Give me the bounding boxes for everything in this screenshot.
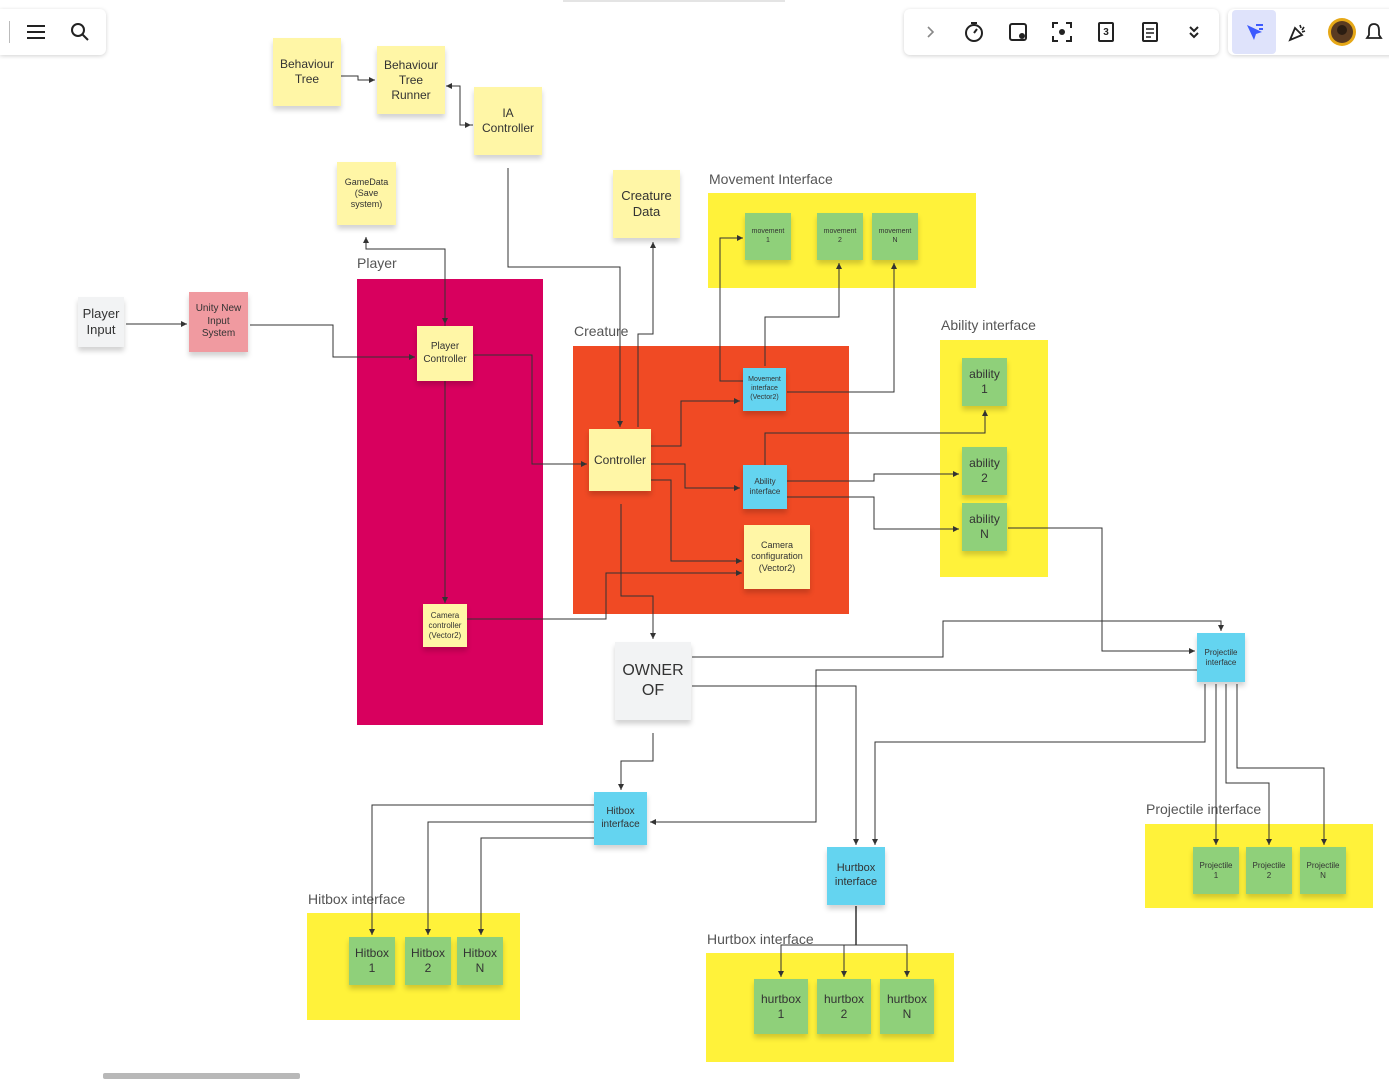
projectile-interface-note[interactable]: Projectile interface	[1197, 633, 1245, 682]
edge-projiface-to-p2	[1225, 684, 1272, 845]
timer-icon[interactable]	[952, 10, 996, 54]
movement-interface-note[interactable]: Movement interface (Vector2)	[743, 368, 786, 411]
movement-2-note[interactable]: movement 2	[817, 213, 863, 260]
owner-of-note[interactable]: OWNER OF	[615, 642, 691, 720]
edge-owner-to-hitbox	[618, 733, 654, 790]
edge-bt-to-runner	[341, 75, 375, 83]
right-toolbar-tools: 3	[904, 9, 1219, 55]
horizontal-scrollbar[interactable]	[103, 1073, 300, 1079]
right-toolbar-collab	[1228, 9, 1389, 55]
hurtbox-interface-note[interactable]: Hurtbox interface	[827, 847, 885, 905]
player-controller-note[interactable]: Player Controller	[417, 326, 473, 381]
counter-icon[interactable]: 3	[1084, 10, 1128, 54]
edge-ia-to-controller	[507, 168, 623, 427]
edge-unity-to-pc	[250, 324, 415, 360]
creature-frame-title: Creature	[574, 323, 629, 339]
ia-controller-note[interactable]: IA Controller	[474, 87, 542, 155]
hurtbox-n-note[interactable]: hurtbox N	[880, 979, 934, 1034]
hitbox-2-note[interactable]: Hitbox 2	[405, 937, 451, 985]
left-toolbar	[0, 9, 106, 55]
edge-hurtbox-to-hun	[856, 944, 910, 977]
edge-projiface-to-pn	[1236, 684, 1327, 845]
notes-icon[interactable]	[1128, 10, 1172, 54]
movement-frame-title: Movement Interface	[709, 171, 833, 187]
edge-abn-to-projiface	[1008, 527, 1195, 654]
menu-icon[interactable]	[14, 10, 58, 54]
edge-hitbox-to-hb1	[369, 804, 594, 935]
select-cursor-icon[interactable]	[1232, 10, 1276, 54]
player-frame-title: Player	[357, 255, 397, 271]
edge-moviface-to-mov1	[719, 235, 743, 382]
hitbox-1-note[interactable]: Hitbox 1	[349, 937, 395, 985]
edge-controller-to-camconf	[642, 479, 742, 564]
hitbox-interface-note[interactable]: Hitbox interface	[594, 792, 647, 845]
edge-controller-to-abiface	[651, 463, 740, 491]
frame-icon[interactable]	[996, 10, 1040, 54]
edge-owner-to-hurtbox	[692, 685, 859, 845]
bell-icon[interactable]	[1364, 10, 1386, 54]
edge-pc-to-controller	[474, 354, 587, 467]
edge-controller-to-moviface	[651, 398, 740, 447]
edge-owner-to-projiface	[692, 620, 1224, 658]
edge-hitbox-to-hb2	[425, 821, 594, 935]
edge-runner-to-ia	[446, 85, 471, 128]
creature-data-note[interactable]: Creature Data	[613, 170, 680, 238]
ability-n-note[interactable]: ability N	[962, 503, 1007, 551]
top-stub	[563, 0, 785, 2]
edge-projiface-to-hurtbox	[872, 684, 1206, 845]
edge-abiface-to-ab1	[764, 410, 988, 465]
edge-moviface-to-movn	[787, 263, 897, 393]
edge-camctrl-to-camconf	[467, 570, 742, 620]
edge-controller-to-owner	[620, 504, 656, 639]
ability-2-note[interactable]: ability 2	[962, 447, 1007, 495]
gamedata-note[interactable]: GameData (Save system)	[337, 162, 396, 225]
hitbox-frame-title: Hitbox interface	[308, 891, 406, 907]
movement-1-note[interactable]: movement 1	[745, 213, 791, 260]
player-input-note[interactable]: Player Input	[78, 297, 124, 347]
focus-icon[interactable]	[1040, 10, 1084, 54]
projectile-frame-title: Projectile interface	[1146, 801, 1262, 817]
edge-moviface-to-mov2	[764, 263, 842, 366]
chevron-right-icon[interactable]	[908, 10, 952, 54]
hurtbox-1-note[interactable]: hurtbox 1	[754, 979, 808, 1034]
behaviour-tree-note[interactable]: Behaviour Tree	[273, 38, 341, 106]
edge-hurtbox-to-hu1	[778, 944, 856, 977]
projectile-2-note[interactable]: Projectile 2	[1246, 847, 1292, 894]
projectile-n-note[interactable]: Projectile N	[1300, 847, 1346, 894]
movement-n-note[interactable]: movement N	[872, 213, 918, 260]
search-icon[interactable]	[58, 10, 102, 54]
edge-abiface-to-ab2	[787, 471, 959, 482]
ability-interface-note[interactable]: Ability interface	[743, 465, 787, 509]
edge-controller-to-creaturedata	[637, 242, 656, 427]
edge-pc-to-gamedata	[363, 237, 446, 326]
toolbar-divider	[9, 21, 10, 43]
ability-frame-title: Ability interface	[941, 317, 1036, 333]
ability-1-note[interactable]: ability 1	[962, 358, 1007, 406]
controller-note[interactable]: Controller	[589, 429, 651, 491]
chevron-double-down-icon[interactable]	[1172, 10, 1216, 54]
hitbox-n-note[interactable]: Hitbox N	[457, 937, 503, 985]
camera-configuration-note[interactable]: Camera configuration (Vector2)	[744, 525, 810, 589]
camera-controller-note[interactable]: Camera controller (Vector2)	[423, 604, 467, 647]
counter-label: 3	[1103, 26, 1109, 38]
hurtbox-2-note[interactable]: hurtbox 2	[817, 979, 871, 1034]
edge-hurtbox-to-hu2	[841, 944, 856, 977]
hurtbox-frame-title: Hurtbox interface	[707, 931, 814, 947]
edge-abiface-to-abn	[787, 496, 959, 532]
unity-input-system-note[interactable]: Unity New Input System	[189, 292, 248, 352]
edge-gamedata-to-pc	[366, 248, 448, 324]
behaviour-tree-runner-note[interactable]: Behaviour Tree Runner	[377, 46, 445, 114]
projectile-1-note[interactable]: Projectile 1	[1193, 847, 1239, 894]
celebrate-icon[interactable]	[1276, 10, 1320, 54]
edge-projiface-to-hitbox	[650, 669, 1197, 825]
edge-hitbox-to-hbn	[478, 837, 594, 935]
avatar[interactable]	[1320, 10, 1364, 54]
